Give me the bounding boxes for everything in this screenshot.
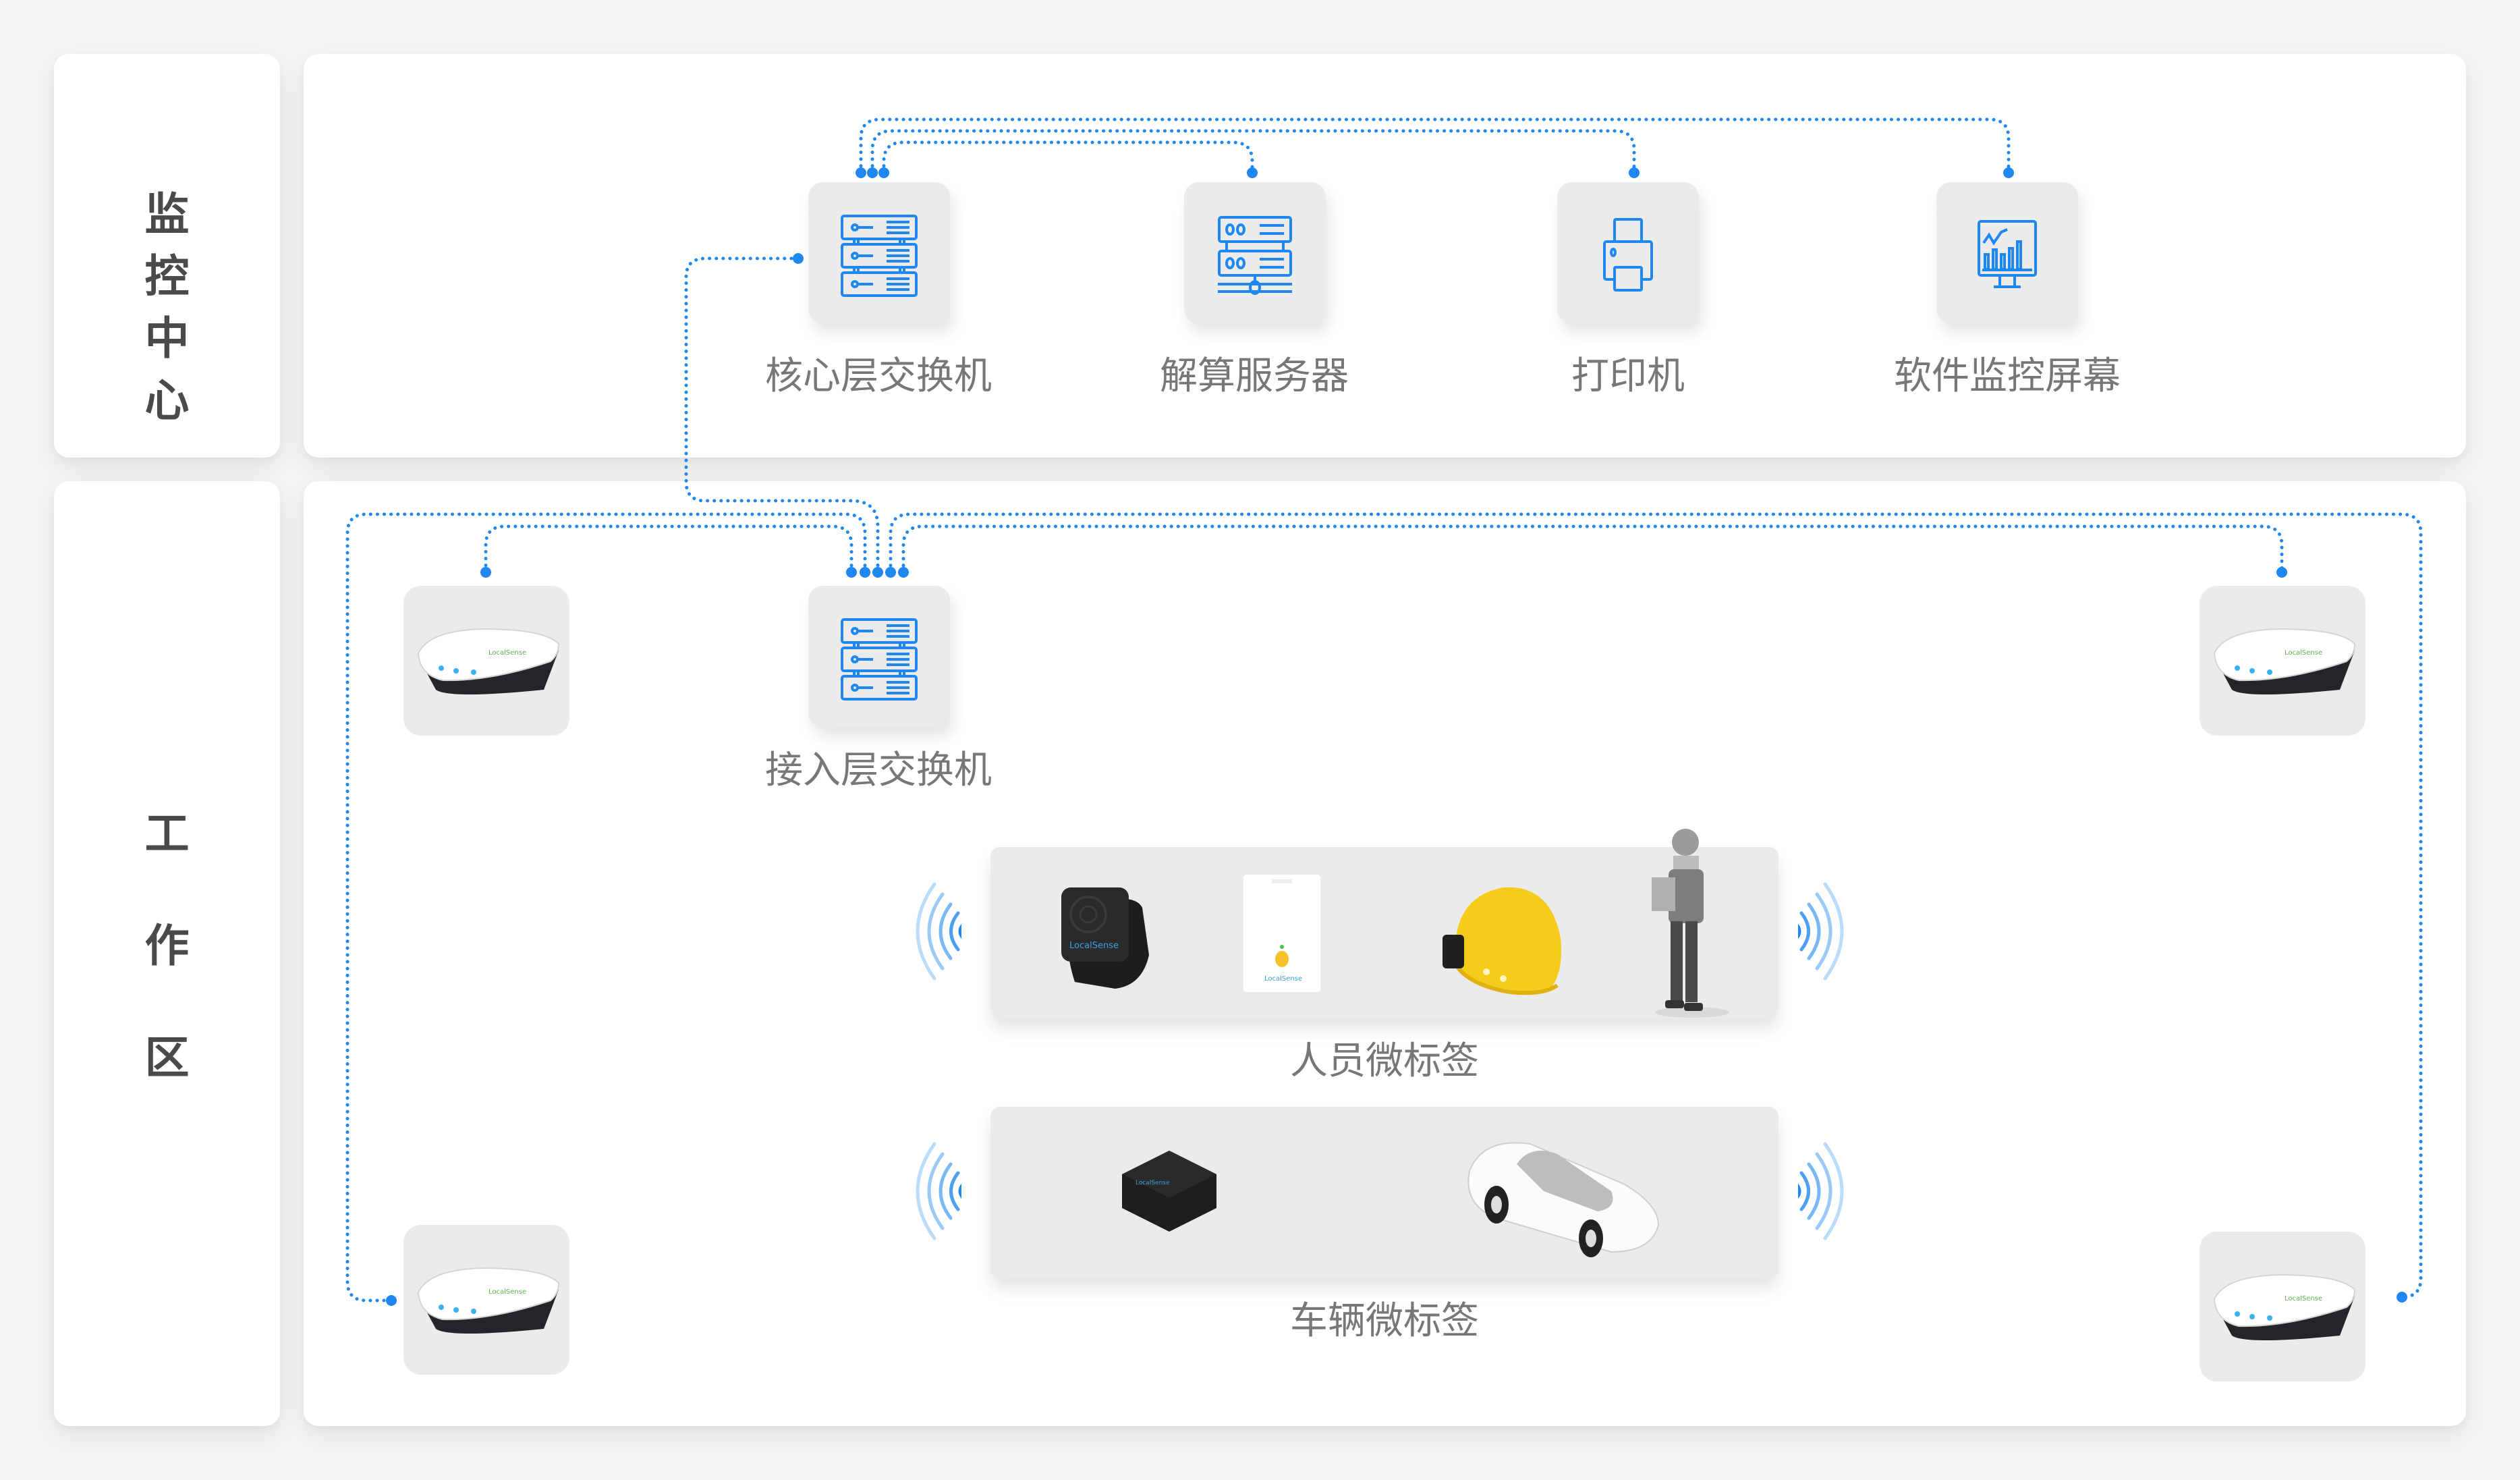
printer-node[interactable] <box>1557 182 1699 324</box>
personnel-tag-label: 人员微标签 <box>1290 1039 1479 1083</box>
network-server-icon <box>1218 216 1292 295</box>
worker-figure-icon <box>1652 829 1729 1018</box>
svg-text:LocalSense: LocalSense <box>1136 1180 1170 1186</box>
title-char: 区 <box>144 1032 190 1084</box>
vehicle-tag-label: 车辆微标签 <box>1290 1299 1479 1343</box>
vehicle-tag-panel: LocalSense <box>990 1107 1779 1278</box>
core-switch-label: 核心层交换机 <box>765 354 992 398</box>
svg-text:LocalSense: LocalSense <box>488 649 526 657</box>
server-rack-icon <box>841 215 918 297</box>
uwb-anchor-icon: LocalSense <box>2213 1273 2356 1340</box>
svg-text:LocalSense: LocalSense <box>2285 649 2322 657</box>
signal-wave-icon <box>1798 1142 1844 1240</box>
title-char: 监 <box>144 188 190 240</box>
helmet-tag-icon <box>1443 887 1561 995</box>
signal-wave-icon <box>916 882 961 981</box>
uwb-anchor-icon: LocalSense <box>417 628 560 694</box>
work-area-sidebar: 工 作 区 <box>54 481 280 1426</box>
title-char: 心 <box>144 375 190 427</box>
core-switch-node[interactable] <box>808 182 950 324</box>
svg-text:LocalSense: LocalSense <box>1264 975 1302 983</box>
anchor-top-left[interactable]: LocalSense <box>403 586 569 736</box>
anchor-top-right[interactable]: LocalSense <box>2200 586 2365 736</box>
access-switch-node[interactable] <box>808 586 950 728</box>
svg-text:LocalSense: LocalSense <box>488 1288 526 1296</box>
title-char: 工 <box>144 808 190 860</box>
monitor-screen-label: 软件监控屏幕 <box>1894 354 2121 398</box>
solver-server-label: 解算服务器 <box>1160 354 1349 398</box>
svg-text:LocalSense: LocalSense <box>2285 1295 2322 1303</box>
signal-wave-icon <box>1798 882 1844 981</box>
printer-label: 打印机 <box>1571 354 1685 398</box>
badge-card-tag-icon: LocalSense <box>1242 873 1322 993</box>
access-switch-label: 接入层交换机 <box>765 748 992 792</box>
monitoring-center-sidebar: 监 控 中 心 <box>54 54 280 458</box>
monitoring-center-panel <box>304 54 2466 458</box>
chart-monitor-icon <box>1978 220 2037 288</box>
car-figure-icon <box>1467 1142 1660 1257</box>
svg-text:LocalSense: LocalSense <box>1069 941 1119 951</box>
server-rack-icon <box>841 618 918 701</box>
title-char: 作 <box>144 920 190 972</box>
work-area-title: 工 作 区 <box>54 812 280 1080</box>
anchor-bottom-right[interactable]: LocalSense <box>2200 1232 2365 1381</box>
vehicle-box-tag-icon: LocalSense <box>1122 1151 1216 1232</box>
wristband-tag-icon: LocalSense <box>1061 887 1149 989</box>
title-char: 控 <box>144 250 190 302</box>
personnel-tag-panel: LocalSense LocalSense <box>990 829 1779 1018</box>
monitoring-center-title: 监 控 中 心 <box>54 192 280 423</box>
printer-icon <box>1603 218 1653 292</box>
monitor-screen-node[interactable] <box>1936 182 2078 324</box>
signal-wave-icon <box>916 1142 961 1240</box>
title-char: 中 <box>144 312 190 364</box>
uwb-anchor-icon: LocalSense <box>417 1267 560 1334</box>
uwb-anchor-icon: LocalSense <box>2213 628 2356 694</box>
solver-server-node[interactable] <box>1184 182 1326 324</box>
anchor-bottom-left[interactable]: LocalSense <box>403 1225 569 1375</box>
